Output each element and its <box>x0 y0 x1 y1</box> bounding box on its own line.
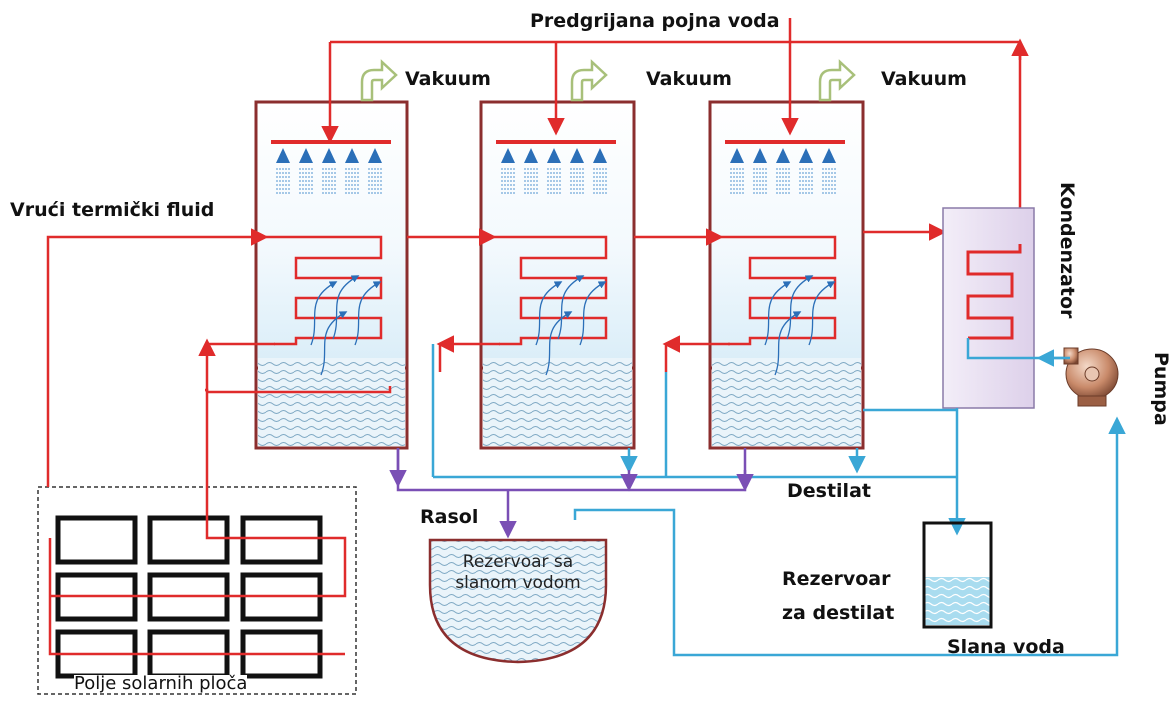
vapor-flow-arrow <box>786 275 814 340</box>
pump <box>1063 347 1119 407</box>
evaporator-vessel-2-outline <box>479 100 636 450</box>
hot-fluid-line <box>46 223 947 487</box>
evaporator-vessel-3-outline <box>708 100 865 450</box>
brine-pool-3 <box>712 358 861 446</box>
preheated-feed-water-label: Predgrijana pojna voda <box>530 10 780 32</box>
spray-nozzle-icon <box>570 148 584 163</box>
spray-nozzle-icon <box>799 148 813 163</box>
condenser-cold-inlet <box>966 338 1070 360</box>
distillate-tank-label-line2: za destilat <box>782 602 895 624</box>
vacuum-label-3: Vakuum <box>881 68 967 90</box>
pump-inlet <box>1063 347 1079 365</box>
evaporator-vessel-3 <box>708 100 865 370</box>
spray-nozzle-icon <box>593 148 607 163</box>
solar-panel <box>147 515 230 565</box>
condenser-shell <box>942 207 1035 409</box>
pump-hub <box>1084 366 1100 382</box>
hot-thermal-fluid-label: Vrući termički fluid <box>10 199 215 221</box>
spray-nozzle-icon <box>524 148 538 163</box>
spray-headers <box>271 140 845 196</box>
vapor-flow-arrow <box>332 275 360 340</box>
feed-water-line <box>321 18 1029 244</box>
brine-tank <box>428 538 608 664</box>
vacuum-vents <box>360 59 856 102</box>
vapor-flow-arrow <box>557 275 585 340</box>
vacuum-vent-icon <box>818 59 856 102</box>
distillate-lines <box>431 344 1126 657</box>
spray-nozzle-icon <box>368 148 382 163</box>
spray-nozzle-icon <box>345 148 359 163</box>
vapor-flow-arrow <box>579 281 607 346</box>
brine-pool-1 <box>258 358 405 446</box>
spray-nozzle-icon <box>501 148 515 163</box>
vapor-flow-arrow <box>545 311 573 376</box>
pump-base <box>1077 395 1107 407</box>
solar-field-label: Polje solarnih ploča <box>74 673 248 694</box>
spray-nozzle-icon <box>322 148 336 163</box>
vapor-flow-arrow <box>354 281 382 346</box>
spray-nozzle-icon <box>276 148 290 163</box>
condenser-label: Kondenzator <box>1056 182 1078 319</box>
distillate-tank-label-line1: Rezervoar <box>782 568 891 590</box>
vapor-flow-arrow <box>808 281 836 346</box>
vapor-flow-arrow <box>764 281 792 346</box>
pump-label: Pumpa <box>1150 352 1172 426</box>
spray-nozzle-icon <box>547 148 561 163</box>
vapor-flow-arrow <box>774 311 802 376</box>
brine-pool-2 <box>483 358 632 446</box>
salt-water-label: Slana voda <box>947 636 1065 658</box>
spray-nozzle-icon <box>776 148 790 163</box>
vacuum-label-2: Vakuum <box>646 68 732 90</box>
brine-tank-label: Rezervoar sa slanom vodom <box>433 552 603 595</box>
condenser <box>942 207 1070 409</box>
spray-nozzle-icon <box>822 148 836 163</box>
spray-nozzle-icon <box>299 148 313 163</box>
distillate-label: Destilat <box>787 480 871 502</box>
spray-nozzle-icon <box>730 148 744 163</box>
vapor-flow-arrow <box>320 311 348 376</box>
evaporator-vessels <box>254 100 865 450</box>
condenser-coil <box>966 244 1022 340</box>
spray-nozzle-icon <box>753 148 767 163</box>
brine-tank-label-line2: slanom vodom <box>455 573 581 594</box>
solar-field-boundary <box>37 486 357 695</box>
evaporator-vessel-1-outline <box>254 100 409 450</box>
spray-header-bar <box>725 140 845 144</box>
brine-label: Rasol <box>420 506 479 528</box>
brine-tank-body <box>428 538 608 664</box>
distillate-tank-water <box>924 577 991 625</box>
brine-tank-label-line1: Rezervoar sa <box>462 552 574 572</box>
vapor-flow-arrow <box>535 281 563 346</box>
vacuum-label-1: Vakuum <box>405 68 491 90</box>
vacuum-vent-icon <box>570 59 608 102</box>
distillate-tank <box>922 521 993 629</box>
distillate-tank-body <box>922 521 993 629</box>
spray-header-bar <box>271 140 391 144</box>
vapor-flow-arrow <box>310 281 338 346</box>
vapor-flow-arrows <box>310 275 836 376</box>
spray-header-bar <box>496 140 616 144</box>
brine-lines <box>389 448 754 539</box>
vacuum-vent-icon <box>360 59 398 102</box>
solar-panel <box>240 515 323 565</box>
solar-panel <box>55 515 138 565</box>
